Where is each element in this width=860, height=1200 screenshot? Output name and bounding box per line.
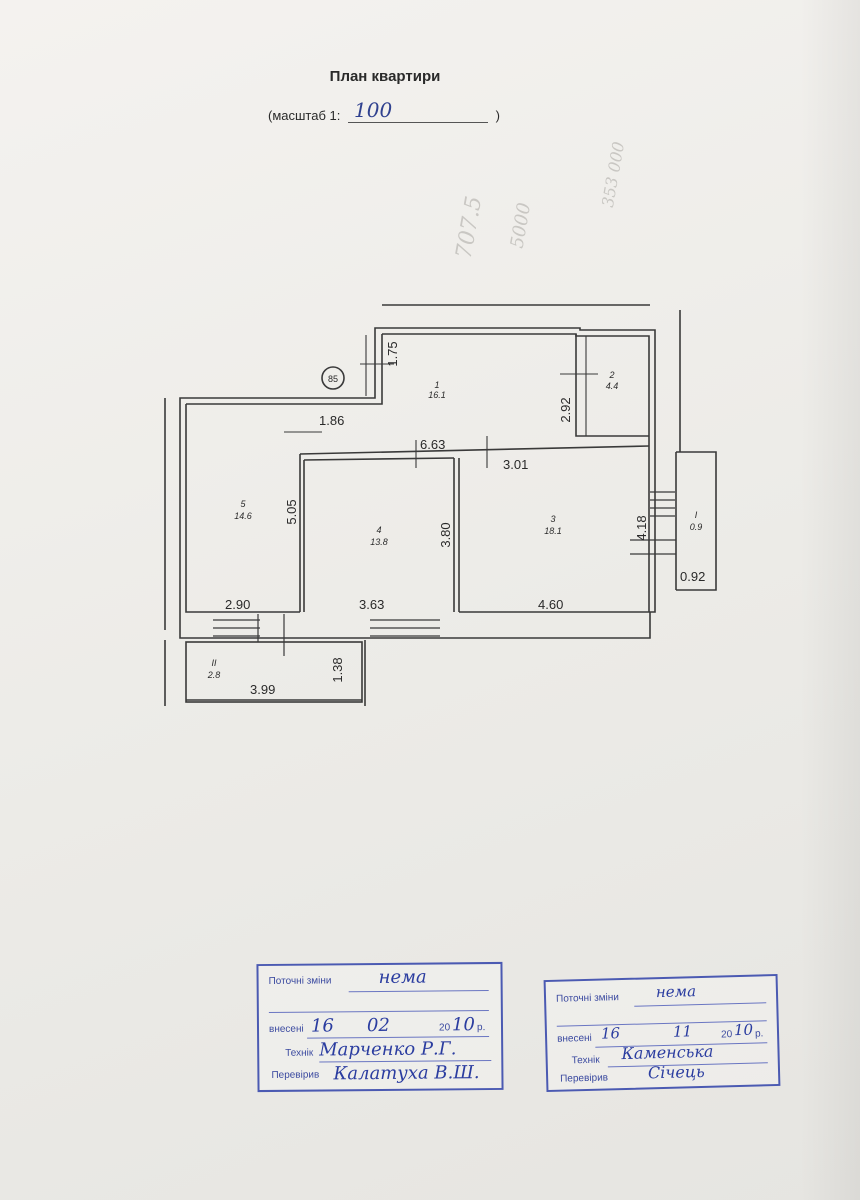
stamp-value-changes: нема <box>378 966 427 989</box>
marker-label: 85 <box>328 374 338 384</box>
marker-circle <box>321 366 345 390</box>
stamp-right: Поточні зміни нема внесені 16 11 20 10 р… <box>543 973 781 1093</box>
corridor-wall <box>303 457 455 461</box>
stamp-year-end: р. <box>476 1022 486 1034</box>
dim-6-63: 6.63 <box>420 437 445 452</box>
stamp-year-prefix: 20 <box>720 1029 733 1041</box>
stamp-day: 16 <box>310 1015 334 1037</box>
stamp-year-suffix: 10 <box>451 1014 475 1036</box>
stamp-underline <box>348 990 489 993</box>
inner-wall <box>185 404 300 613</box>
loggia <box>676 451 717 591</box>
dim-1-38: 1.38 <box>330 657 345 682</box>
room-I-number: I <box>695 510 698 520</box>
balcony <box>185 641 363 703</box>
door-loggia <box>630 491 676 555</box>
page-title: План квартири <box>329 68 441 85</box>
stamp-year-end: р. <box>754 1028 764 1040</box>
stamp-label-checked: Перевірив <box>560 1072 609 1085</box>
room-1-number: 1 <box>434 380 439 390</box>
stamp-month: 02 <box>366 1014 390 1037</box>
dim-1-86: 1.86 <box>319 413 344 428</box>
stamp-label-entered: внесені <box>556 1032 592 1045</box>
stamp-day: 16 <box>600 1024 621 1043</box>
room-5-number: 5 <box>240 499 246 509</box>
outer-wall <box>179 327 656 639</box>
room-5-area: 14.6 <box>234 511 252 521</box>
stamp-label-checked: Перевірив <box>271 1069 320 1081</box>
stamp-technician: Каменська <box>621 1041 714 1064</box>
dimension-ticks <box>284 335 598 468</box>
wall-room2 <box>575 334 649 437</box>
room-3-number: 3 <box>550 514 555 524</box>
stamp-checked: Січець <box>647 1061 705 1083</box>
dim-1-75: 1.75 <box>385 341 400 366</box>
stamp-label-changes: Поточні зміни <box>555 992 620 1005</box>
scale-blank: 100 <box>348 98 488 123</box>
stamp-underline <box>634 1002 767 1007</box>
stamp-year-prefix: 20 <box>438 1022 451 1034</box>
scale-line: (масштаб 1: 100 ) <box>268 98 500 123</box>
scale-suffix: ) <box>495 108 500 123</box>
room-1-area: 16.1 <box>428 390 446 400</box>
stamp-label-entered: внесені <box>268 1023 304 1035</box>
stamp-checked: Калатуха В.Ш. <box>333 1062 480 1085</box>
stamp-year-suffix: 10 <box>733 1020 754 1040</box>
dim-2-90: 2.90 <box>225 597 250 612</box>
stamp-left: Поточні зміни нема внесені 16 02 20 10 р… <box>256 961 504 1093</box>
corridor-wall <box>299 445 650 455</box>
room-4-number: 4 <box>376 525 381 535</box>
wall-room4-3 <box>453 458 460 612</box>
room-3-area: 18.1 <box>544 526 562 536</box>
dim-3-99: 3.99 <box>250 682 275 697</box>
scale-value: 100 <box>354 98 393 122</box>
stamp-label-technician: Технік <box>285 1047 314 1059</box>
dim-4-60: 4.60 <box>538 597 563 612</box>
door-balcony-center <box>370 619 440 637</box>
dim-4-18: 4.18 <box>634 515 649 540</box>
dim-3-80: 3.80 <box>438 522 453 547</box>
stamp-label-technician: Технік <box>571 1054 600 1067</box>
inner-wall <box>382 333 650 613</box>
stamp-value-changes: нема <box>655 982 697 1002</box>
inner-wall <box>186 334 383 405</box>
dim-3-63: 3.63 <box>359 597 384 612</box>
dim-0-92: 0.92 <box>680 569 705 584</box>
stamp-technician: Марченко Р.Г. <box>319 1038 457 1061</box>
stamp-underline <box>268 1010 489 1013</box>
room-2-area: 4.4 <box>606 381 619 391</box>
room-II-area: 2.8 <box>207 670 221 680</box>
room-4-area: 13.8 <box>370 537 388 547</box>
dim-2-92: 2.92 <box>558 397 573 422</box>
paper-shadow <box>800 0 860 1200</box>
door-balcony-left <box>213 614 285 656</box>
stamp-label-changes: Поточні зміни <box>268 975 332 987</box>
wall-room5-4 <box>299 454 305 612</box>
stamp-month: 11 <box>672 1022 693 1041</box>
room-I-area: 0.9 <box>690 522 703 532</box>
room-2-number: 2 <box>608 370 614 380</box>
scale-prefix: (масштаб 1: <box>268 108 341 123</box>
floor-plan: 85 1 16.1 2 4.4 3 18.1 4 13.8 5 14.6 I 0… <box>164 304 717 706</box>
dim-3-01: 3.01 <box>503 457 528 472</box>
room-II-number: II <box>211 658 217 668</box>
dim-5-05: 5.05 <box>284 499 299 524</box>
